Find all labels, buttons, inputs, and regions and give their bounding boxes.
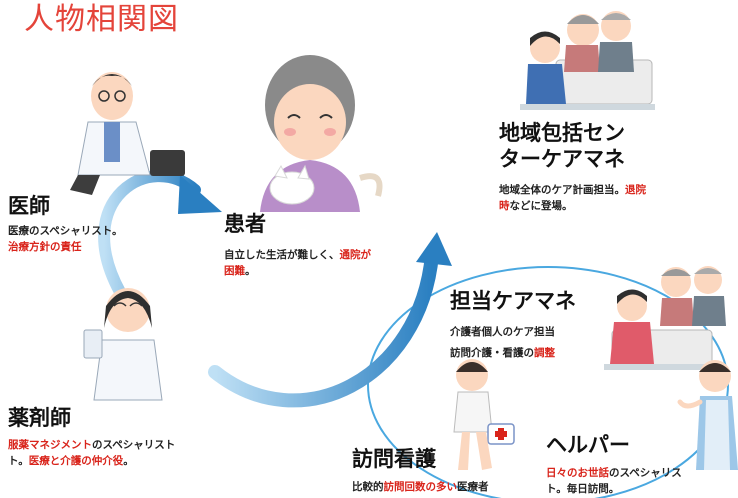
community-center-figure — [520, 11, 655, 110]
arrow-doctor-to-patient — [98, 170, 201, 298]
arrow-doctor-to-patient-head — [178, 175, 222, 214]
care-manager-heading: 担当ケアマネ — [450, 289, 576, 313]
doctor-figure — [70, 72, 185, 195]
pharmacist-description: 服薬マネジメントのスペシャリスト ト。医療と介護の仲介役。 — [8, 437, 175, 470]
community-center-desc-end: などに登場。 — [509, 200, 573, 213]
visiting-nurse-desc-red: 訪問回数の多い — [383, 481, 458, 493]
pharmacist-desc-start-2: ト。 — [8, 455, 29, 468]
helper-description: 日々のお世話のスペシャリス ト。毎日訪問。 — [546, 465, 682, 498]
patient-desc-end: 。 — [245, 265, 256, 278]
pharmacist-figure — [83, 288, 163, 401]
visiting-nurse-heading: 訪問看護 — [352, 447, 436, 471]
care-manager-desc-line1: 介護者個人のケア担当 — [450, 326, 555, 338]
care-manager-description: 介護者個人のケア担当 訪問介護・看護の調整 — [450, 322, 555, 364]
pharmacist-heading: 薬剤師 — [8, 406, 71, 430]
patient-desc-red: 通院が — [339, 249, 372, 261]
helper-figure — [677, 360, 738, 470]
doctor-heading: 医師 — [8, 194, 50, 218]
visiting-nurse-desc-text: 比較的 — [352, 481, 384, 493]
community-center-heading: 地域包括セン ターケアマネ — [499, 120, 625, 173]
community-center-desc-text: 地域全体のケア計画担当。 — [499, 184, 625, 196]
nurse-figure — [453, 359, 515, 470]
page-title: 人物相関図 — [24, 2, 179, 37]
patient-desc-red-2: 困難 — [224, 265, 245, 278]
pharmacist-desc-end-2: 。 — [123, 455, 134, 468]
community-center-heading-line2: ターケアマネ — [499, 147, 625, 172]
community-center-desc-red: 退院 — [625, 184, 646, 196]
patient-description: 自立した生活が難しく、通院が 困難。 — [224, 247, 371, 280]
pharmacist-desc-text: のスペシャリスト — [92, 439, 176, 451]
doctor-desc-line2: 治療方針の責任 — [8, 241, 82, 254]
patient-heading: 患者 — [224, 212, 266, 236]
pharmacist-desc-red-2: 医療と介護の仲介役 — [28, 455, 124, 468]
community-center-desc-red-2: 時 — [499, 200, 510, 213]
community-center-heading-line1: 地域包括セン — [499, 121, 625, 145]
community-center-description: 地域全体のケア計画担当。退院 時などに登場。 — [499, 182, 646, 215]
doctor-desc-line1: 医療のスペシャリスト。 — [8, 225, 123, 237]
care-manager-figure — [604, 266, 726, 370]
arrow-pharmacist-to-care-head — [416, 232, 452, 266]
visiting-nurse-description: 比較的訪問回数の多い医療者 — [352, 479, 489, 495]
arrow-pharmacist-to-care — [208, 248, 439, 408]
care-manager-desc-text: 訪問介護・看護の — [450, 347, 534, 359]
doctor-description: 医療のスペシャリスト。 治療方針の責任 — [8, 223, 123, 256]
visiting-nurse-desc-end: 医療者 — [457, 481, 489, 493]
helper-heading: ヘルパー — [546, 433, 630, 457]
patient-desc-text: 自立した生活が難しく、 — [224, 249, 340, 261]
helper-desc-red: 日々のお世話 — [546, 467, 609, 479]
care-manager-desc-red: 調整 — [534, 347, 555, 359]
patient-figure — [260, 55, 383, 212]
helper-desc-line2: ト。毎日訪問。 — [546, 483, 620, 496]
pharmacist-desc-red: 服薬マネジメント — [8, 439, 92, 451]
helper-desc-text: のスペシャリス — [609, 467, 682, 479]
